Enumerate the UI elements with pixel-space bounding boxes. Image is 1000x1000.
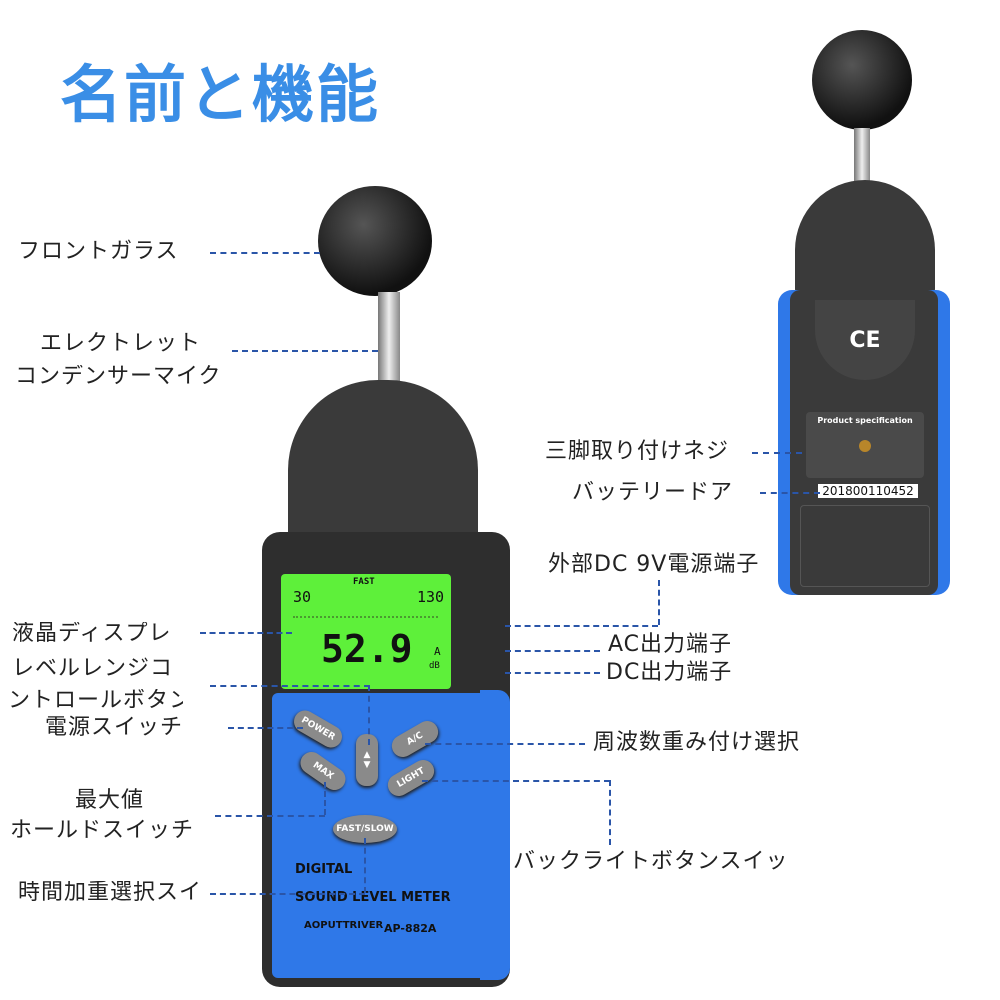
label-time-weight: 時間加重選択スイ [18,881,203,905]
leader-line [505,625,658,627]
label-freq-weight: 周波数重み付け選択 [593,730,801,755]
label-lcd: 液晶ディスプレ [12,622,172,646]
label-range-2: ントロールボタン [8,689,183,713]
label-power: 電源スイッチ [45,715,184,740]
ce-mark: CE [815,300,915,380]
leader-line [505,672,600,674]
lcd-weighting: A [434,645,441,658]
leader-line [210,252,320,254]
brand-name: AOPUTTRIVER [304,920,384,931]
device-name-1: DIGITAL [295,862,353,877]
leader-line [609,780,611,845]
label-ac-out: AC出力端子 [608,632,733,657]
label-dc9v: 外部DC 9V電源端子 [548,552,760,577]
leader-line [760,492,820,494]
leader-line [658,580,660,625]
label-max-2: ホールドスイッチ [10,818,195,843]
leader-line [752,452,802,454]
battery-door [800,505,930,587]
leader-line [425,743,585,745]
back-head [795,180,935,295]
leader-line [200,632,292,634]
leader-line [210,893,365,895]
spec-label: Product specification [806,412,924,478]
lcd-unit: dB [429,661,440,671]
range-updown-button[interactable]: ▲▼ [356,734,378,786]
label-dc-out: DC出力端子 [606,660,733,685]
label-range-1: レベルレンジコ [12,657,174,681]
label-mic-1: エレクトレット [40,331,202,356]
lcd-mode: FAST [353,577,375,587]
spec-title: Product specification [817,416,913,425]
leader-line [505,650,600,652]
mic-stem [378,292,400,387]
page-title: 名前と機能 [60,58,381,131]
leader-line [364,838,366,893]
leader-line [324,782,326,815]
model-name: AP-882A [384,922,437,935]
lcd-reading: 52.9 [321,627,413,671]
lcd-screen: FAST 30 130 52.9 A dB [281,574,451,689]
label-front-glass: フロントガラス [18,239,179,264]
tripod-screw-icon [859,440,871,452]
mic-windscreen [318,186,432,296]
leader-line [228,727,303,729]
leader-line [232,350,378,352]
label-tripod: 三脚取り付けネジ [545,439,730,464]
lcd-range-high: 130 [417,588,445,606]
label-battery: バッテリードア [572,480,734,505]
label-backlight: バックライトボタンスイッ [513,850,789,874]
leader-line [215,815,325,817]
label-max-1: 最大値 [75,788,145,813]
meter-head [288,380,478,550]
back-mic-windscreen [812,30,912,130]
label-mic-2: コンデンサーマイク [15,365,222,389]
leader-line [210,685,370,687]
up-arrow-icon: ▲ [363,750,371,760]
back-mic-stem [854,128,870,186]
down-arrow-icon: ▼ [363,760,371,770]
lcd-bargraph [293,608,438,618]
serial-label: 201800110452 [818,484,918,498]
leader-line [422,780,610,782]
leader-line [368,685,370,745]
lcd-range-low: 30 [293,588,312,606]
